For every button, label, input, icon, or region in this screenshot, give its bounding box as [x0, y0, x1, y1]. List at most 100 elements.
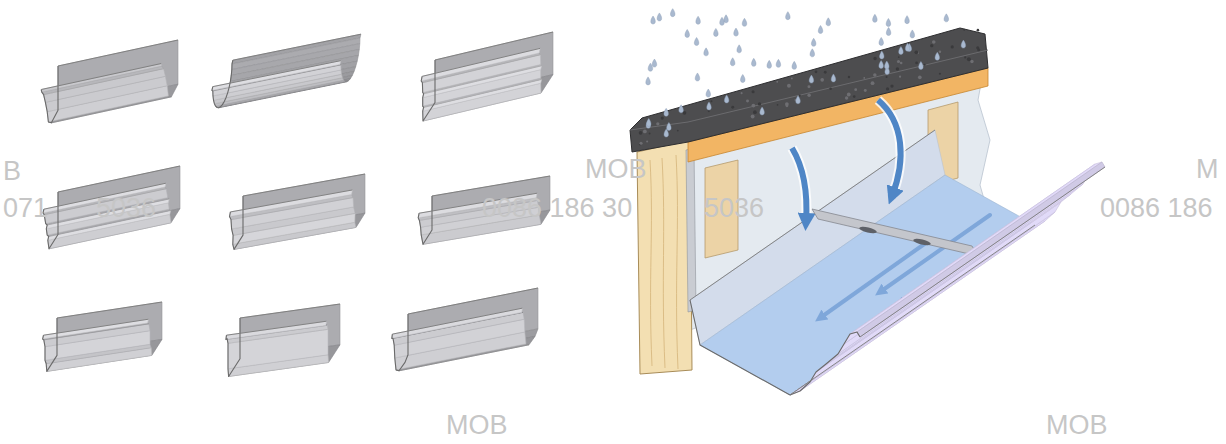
watermark-text: 071 — [3, 193, 48, 224]
gutter-profile-surface — [41, 64, 162, 93]
gravel — [791, 78, 793, 80]
shingle-edge — [630, 50, 988, 130]
gutter-profile-edge — [233, 34, 361, 60]
gutter-profile-surface — [230, 195, 354, 220]
gravel — [639, 131, 643, 135]
gravel — [914, 50, 918, 54]
raindrop — [667, 122, 672, 130]
gravel — [799, 95, 801, 97]
raindrop — [810, 49, 815, 57]
gravel — [900, 62, 903, 65]
gravel — [898, 56, 900, 58]
gutter-profile-edge — [392, 308, 522, 334]
gutter-profile-edge — [57, 302, 162, 318]
watermark-text: 0086 186 30 — [482, 193, 632, 224]
runoff-arrow-halo — [878, 100, 901, 196]
wood-grain — [662, 158, 665, 368]
gravel — [785, 102, 789, 106]
gravel — [710, 100, 712, 102]
raindrop — [886, 27, 891, 35]
raindrop — [670, 9, 675, 17]
gutter-profile-end-outline — [226, 318, 240, 376]
gutter-profile-surface — [421, 48, 540, 81]
raindrop — [886, 18, 891, 26]
raindrop — [879, 37, 884, 45]
raindrop — [767, 60, 772, 68]
gravel — [677, 130, 679, 132]
raindrop — [910, 30, 915, 38]
gutter-profile-edge — [408, 288, 538, 314]
raindrop — [714, 28, 719, 36]
gravel — [964, 56, 966, 58]
runoff-arrow — [878, 100, 901, 196]
raindrop — [811, 38, 816, 46]
raindrop — [809, 75, 814, 83]
gravel — [970, 60, 973, 63]
raindrop — [760, 107, 765, 115]
gutter-profile-edge — [422, 48, 540, 76]
raindrop — [707, 102, 712, 110]
gutter-profile-edge — [435, 32, 553, 60]
raindrop — [796, 96, 801, 104]
gravel — [976, 46, 979, 49]
gutter-profile-edge — [230, 190, 352, 212]
gravel — [897, 60, 900, 63]
gravel — [890, 84, 893, 87]
gravel — [853, 95, 856, 98]
watermark-text: MOB — [446, 410, 508, 441]
raindrop — [657, 13, 662, 21]
gutter-profile-end-outline — [41, 66, 58, 123]
gravel — [752, 104, 756, 108]
gutter-profile-end-outline — [212, 60, 233, 108]
gutter-profile — [226, 304, 340, 376]
raindrop — [724, 95, 729, 103]
raindrop — [919, 61, 924, 69]
gravel — [918, 76, 922, 80]
gutter-profile-edge — [41, 64, 161, 90]
gravel — [777, 104, 779, 106]
gravel — [746, 100, 749, 103]
gravel — [915, 62, 918, 65]
gutter-inner-end-outline — [690, 300, 790, 395]
bracket-slot — [913, 237, 932, 246]
gutter-profile — [43, 302, 162, 371]
gravel — [967, 57, 971, 61]
gutter-inner-surface — [700, 175, 1035, 395]
gravel — [741, 92, 743, 94]
gravel — [847, 93, 851, 97]
gravel — [639, 142, 642, 145]
raindrop — [818, 25, 823, 33]
raindrop — [734, 28, 739, 36]
gutter-profile-end-outline — [421, 60, 435, 121]
gravel — [753, 110, 757, 114]
gutter-profile-surface — [392, 308, 523, 338]
gutter-profile — [43, 166, 180, 249]
raindrop — [646, 77, 651, 85]
raindrop — [961, 40, 966, 48]
gravel — [708, 110, 710, 112]
raindrop — [899, 46, 904, 54]
gravel — [848, 76, 850, 78]
raindrop — [826, 18, 831, 26]
gravel — [807, 94, 810, 97]
wood-grain — [650, 160, 652, 366]
wood-grain — [676, 155, 678, 369]
gravel — [873, 57, 876, 60]
gravel — [787, 84, 791, 88]
gutter-profile-end-outline — [418, 196, 432, 244]
raindrop — [664, 129, 669, 137]
raindrop — [706, 89, 711, 97]
raindrop — [652, 59, 657, 67]
raindrop — [695, 73, 700, 81]
gravel — [854, 88, 857, 91]
gravel — [776, 81, 778, 83]
gravel — [752, 90, 755, 93]
raindrop — [786, 12, 791, 20]
raindrop — [792, 61, 797, 69]
gutter-profile-surface — [42, 66, 164, 95]
raindrop — [704, 48, 709, 56]
gravel — [845, 96, 848, 99]
gutter-profile-edge — [58, 40, 178, 66]
gutter-profile — [392, 288, 538, 371]
runoff-arrow — [792, 148, 806, 222]
